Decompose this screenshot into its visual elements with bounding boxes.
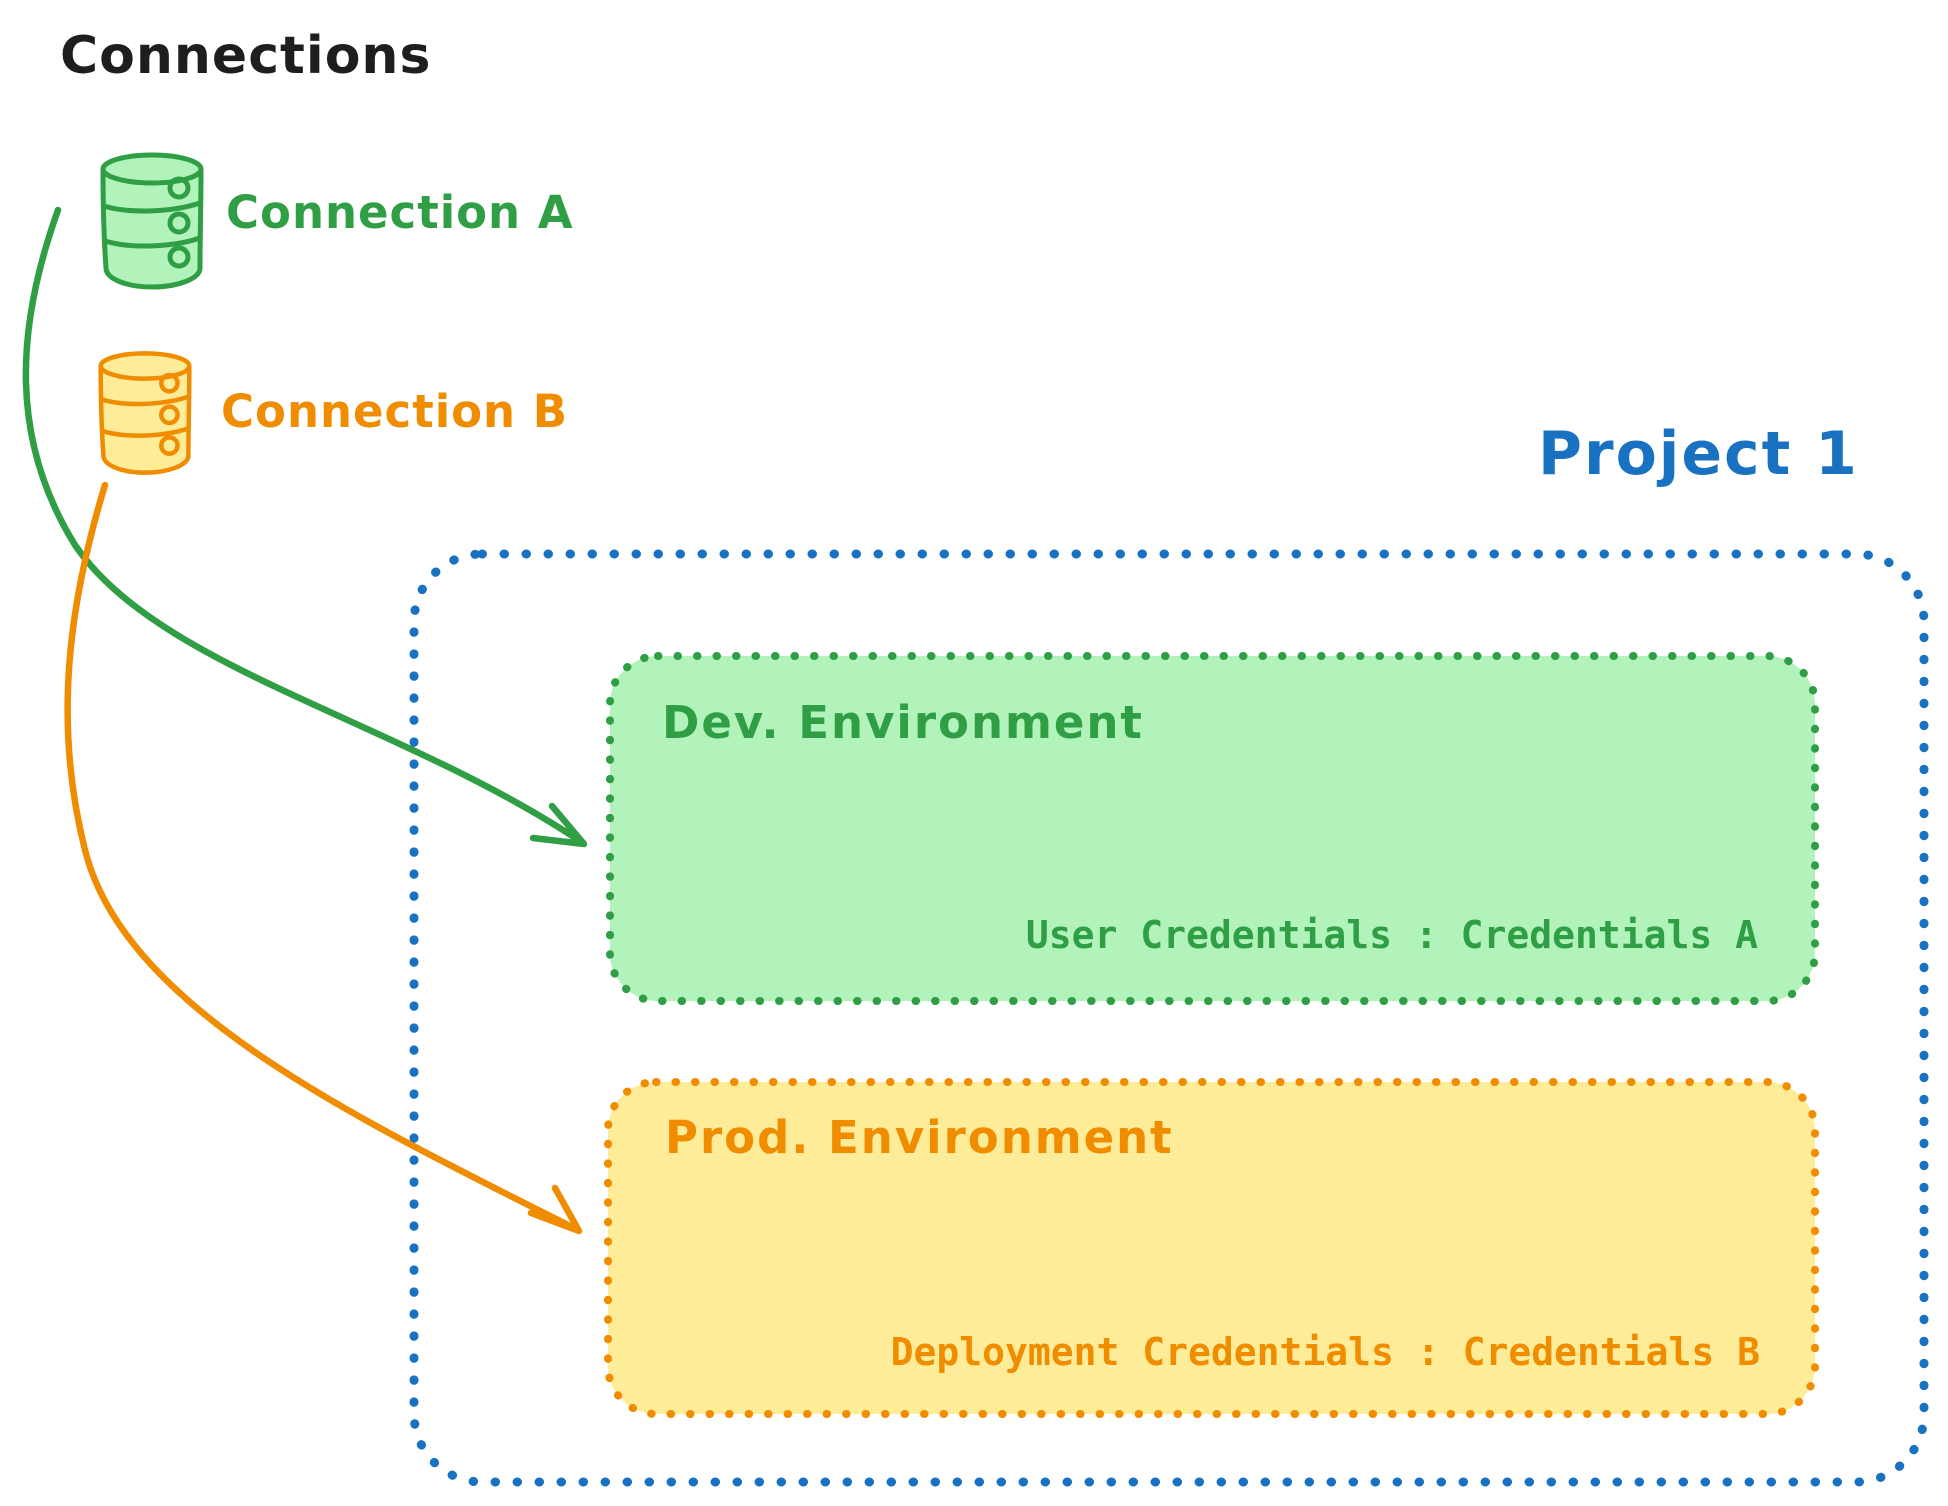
- prod-environment-box: [604, 1078, 1819, 1418]
- prod-environment-title: Prod. Environment: [665, 1111, 1174, 1164]
- connections-title: Connections: [60, 26, 432, 86]
- connection-b-arrow: [64, 481, 583, 1235]
- dev-environment-credentials: User Credentials : Credentials A: [1025, 913, 1758, 957]
- project-title: Project 1: [1538, 419, 1859, 489]
- connection-a-label: Connection A: [226, 186, 574, 239]
- database-icon: [100, 152, 204, 290]
- connection-a-arrow: [22, 206, 588, 848]
- dev-environment-box: [606, 652, 1819, 1005]
- database-icon: [98, 351, 192, 475]
- project-1-container-box: [409, 549, 1929, 1487]
- connection-b-database-icon: [92, 347, 198, 482]
- prod-environment-credentials: Deployment Credentials : Credentials B: [890, 1330, 1760, 1374]
- connection-a-database-icon: [95, 148, 209, 297]
- connection-b-label: Connection B: [221, 385, 569, 438]
- dev-environment-title: Dev. Environment: [662, 696, 1144, 749]
